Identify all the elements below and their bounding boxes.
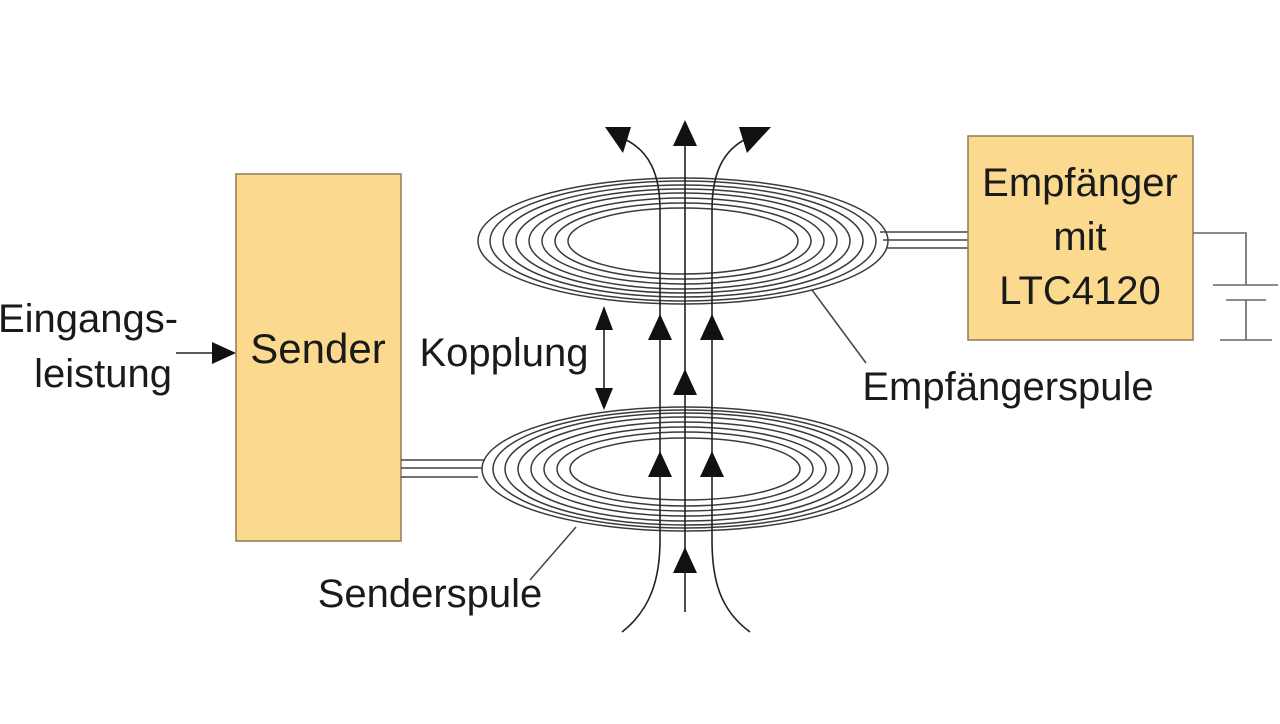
coupling-label: Kopplung xyxy=(419,331,588,375)
receiver-lead-wires xyxy=(880,231,968,249)
sender-label: Sender xyxy=(250,325,385,372)
receiver-label-line1: Empfänger xyxy=(982,161,1178,205)
sender-coil-leader xyxy=(529,526,577,581)
receiver-label-line2: mit xyxy=(1053,215,1106,259)
receiver-label-line3: LTC4120 xyxy=(999,269,1161,313)
input-power-label-line1: Eingangs- xyxy=(0,297,178,341)
receiver-block xyxy=(967,135,1194,341)
battery-symbol xyxy=(1193,232,1278,341)
coupling-arrow xyxy=(595,306,613,410)
sender-coil-label: Senderspule xyxy=(318,572,543,616)
field-arrows xyxy=(605,120,771,573)
sender-block xyxy=(235,173,402,542)
receiver-coil-leader xyxy=(811,289,867,364)
input-arrow xyxy=(176,342,236,364)
sender-lead-wires xyxy=(401,459,485,478)
input-power-label-line2: leistung xyxy=(34,352,172,396)
receiver-coil-label: Empfängerspule xyxy=(862,365,1153,409)
receiver-coil xyxy=(477,177,889,305)
